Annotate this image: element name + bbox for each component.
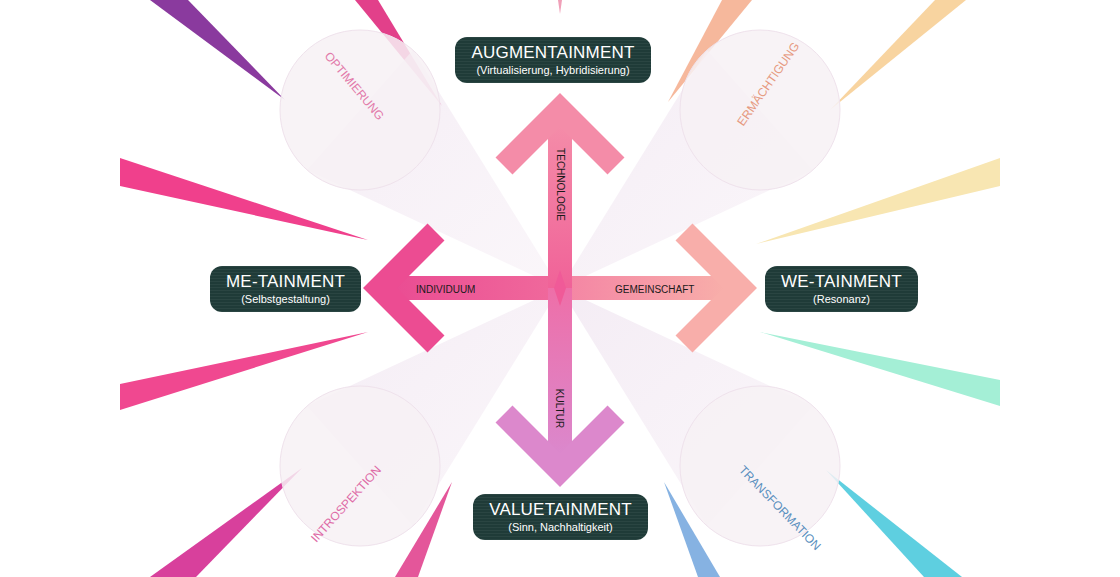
box-title: AUGMENTAINMENT xyxy=(471,42,635,63)
ray xyxy=(558,0,562,14)
cross-arrows xyxy=(380,110,740,470)
category-box: ME-TAINMENT(Selbstgestaltung) xyxy=(210,266,361,312)
ray xyxy=(150,468,302,577)
cones xyxy=(280,30,840,546)
box-subtitle: (Virtualisierung, Hybridisierung) xyxy=(471,63,635,77)
category-box: VALUETAINMENT(Sinn, Nachhaltigkeit) xyxy=(473,494,648,540)
region-label: ERMÄCHTIGUNG xyxy=(734,40,802,129)
cone-circle xyxy=(280,386,440,546)
category-box: WE-TAINMENT(Resonanz) xyxy=(765,266,918,312)
box-subtitle: (Selbstgestaltung) xyxy=(226,292,345,306)
axis-label: TECHNOLOGIE xyxy=(555,148,566,221)
axis-label: KULTUR xyxy=(554,389,565,428)
ray xyxy=(830,0,966,110)
ray xyxy=(150,0,285,100)
axis-label: GEMEINSCHAFT xyxy=(615,284,694,295)
region-label: INTROSPEKTION xyxy=(308,463,384,545)
box-title: VALUETAINMENT xyxy=(489,499,632,520)
region-label: TRANSFORMATION xyxy=(736,463,824,553)
cone-circle xyxy=(680,30,840,190)
box-subtitle: (Resonanz) xyxy=(781,292,902,306)
region-label: OPTIMIERUNG xyxy=(322,49,387,123)
center-star xyxy=(554,270,566,306)
cone-circle xyxy=(280,30,440,190)
arrow-shaft xyxy=(548,110,572,288)
rays xyxy=(120,0,1000,577)
arrow-shaft xyxy=(380,276,560,300)
cone-circle xyxy=(680,386,840,546)
category-box: AUGMENTAINMENT(Virtualisierung, Hybridis… xyxy=(455,37,651,83)
axis-label: INDIVIDUUM xyxy=(416,284,475,295)
box-subtitle: (Sinn, Nachhaltigkeit) xyxy=(489,520,632,534)
box-title: ME-TAINMENT xyxy=(226,271,345,292)
arrow-shaft xyxy=(548,288,572,470)
box-title: WE-TAINMENT xyxy=(781,271,902,292)
arrow-shaft xyxy=(560,276,740,300)
ray xyxy=(826,470,962,577)
